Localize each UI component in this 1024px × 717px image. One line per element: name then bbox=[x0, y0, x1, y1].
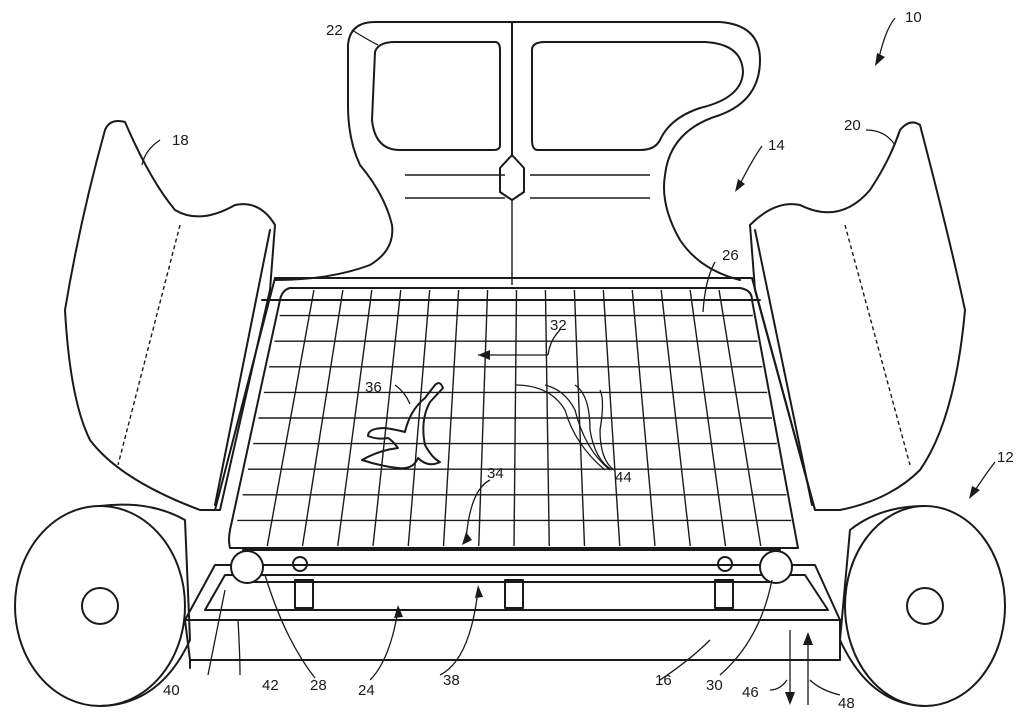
chassis bbox=[185, 565, 840, 668]
label-20: 20 bbox=[844, 117, 861, 134]
label-16: 16 bbox=[655, 672, 672, 689]
label-36: 36 bbox=[365, 379, 382, 396]
left-side-panel bbox=[65, 121, 275, 510]
label-38: 38 bbox=[443, 672, 460, 689]
label-10: 10 bbox=[905, 9, 922, 26]
label-14: 14 bbox=[768, 137, 785, 154]
roller-30 bbox=[760, 551, 792, 583]
roller-28 bbox=[231, 551, 263, 583]
label-12: 12 bbox=[997, 449, 1014, 466]
label-40: 40 bbox=[163, 682, 180, 699]
label-28: 28 bbox=[310, 677, 327, 694]
right-side-panel bbox=[750, 122, 965, 510]
label-22: 22 bbox=[326, 22, 343, 39]
label-34: 34 bbox=[487, 465, 504, 482]
back-assembly bbox=[275, 22, 760, 285]
label-46: 46 bbox=[742, 684, 759, 701]
label-24: 24 bbox=[358, 682, 375, 699]
label-26: 26 bbox=[722, 247, 739, 264]
rollers bbox=[231, 550, 792, 583]
label-32: 32 bbox=[550, 317, 567, 334]
left-wheel bbox=[15, 505, 190, 706]
label-42: 42 bbox=[262, 677, 279, 694]
conveyor-belt bbox=[229, 288, 798, 548]
label-30: 30 bbox=[706, 677, 723, 694]
right-wheel bbox=[840, 506, 1005, 706]
label-18: 18 bbox=[172, 132, 189, 149]
label-48: 48 bbox=[838, 695, 855, 712]
label-44: 44 bbox=[615, 469, 632, 486]
